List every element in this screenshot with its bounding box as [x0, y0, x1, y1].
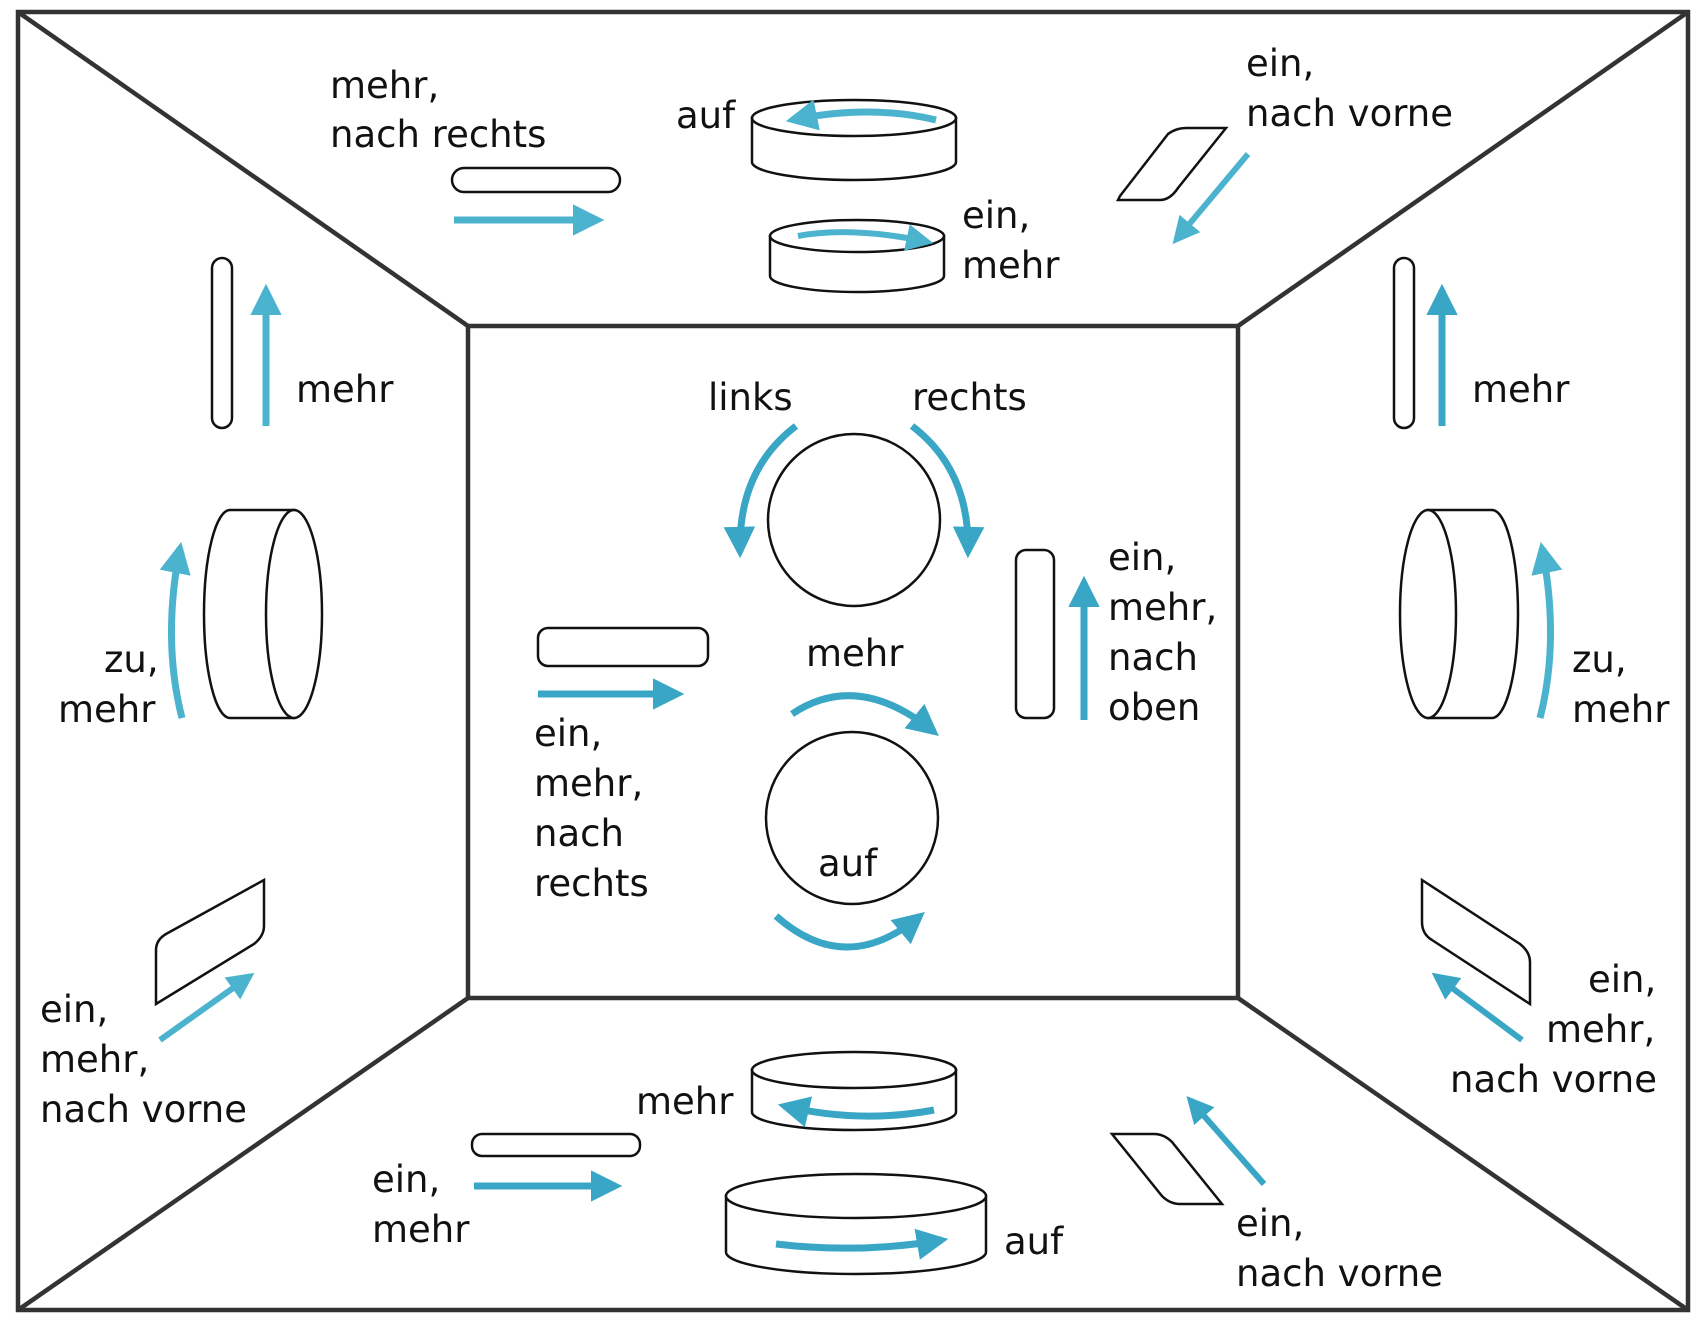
- bottom-forward-arrow: [1186, 1095, 1267, 1186]
- right-forward-arrow: [1431, 972, 1524, 1043]
- top-disc-upper: [750, 98, 958, 182]
- right-bottom-label-3: nach vorne: [1450, 1058, 1657, 1101]
- center-wall: links rechts mehr auf ein, mehr, nach re…: [534, 376, 1217, 951]
- top-disc-upper-arrow: [785, 99, 937, 131]
- left-bottom-label-2: mehr,: [40, 1038, 149, 1081]
- bottom-left-label-1: ein,: [372, 1158, 440, 1201]
- bottom-disc-lower-arrow: [775, 1228, 949, 1260]
- right-vertical-bar: [1392, 256, 1416, 430]
- right-disc-arrow: [1531, 541, 1563, 719]
- center-right-label-1: ein,: [1108, 536, 1176, 579]
- center-mehr-label: mehr: [806, 632, 904, 675]
- top-right-label-1: ein,: [1246, 42, 1314, 85]
- bottom-disc-upper: [750, 1050, 958, 1132]
- bottom-disc-lower: [724, 1172, 988, 1276]
- top-disc-lower-arrow: [797, 224, 934, 251]
- bottom-left-label-2: mehr: [372, 1208, 470, 1251]
- right-zu-mehr-label: mehr: [1572, 688, 1670, 731]
- right-wall: mehr zu, mehr ein, mehr, nach vorne: [1392, 256, 1670, 1101]
- bottom-tilted-plate: [1109, 1132, 1225, 1206]
- top-wall: mehr, nach rechts auf ein, mehr ein, nac…: [330, 42, 1453, 294]
- room-frame: [15, 9, 1691, 1313]
- center-left-label-1: ein,: [534, 712, 602, 755]
- center-rechts-label: rechts: [912, 376, 1027, 419]
- left-bottom-label-1: ein,: [40, 988, 108, 1031]
- top-forward-arrow: [1172, 152, 1251, 245]
- center-left-label-3: nach: [534, 812, 624, 855]
- center-mehr-arrow: [790, 692, 939, 736]
- bottom-mehr-label: mehr: [636, 1080, 734, 1123]
- right-zu-label: zu,: [1572, 638, 1627, 681]
- top-left-label-1: mehr,: [330, 64, 439, 107]
- center-left-label-2: mehr,: [534, 762, 643, 805]
- right-bottom-label-2: mehr,: [1546, 1008, 1655, 1051]
- center-lower-circle: [764, 730, 940, 906]
- left-vertical-bar: [210, 256, 234, 430]
- bottom-disc-upper-arrow: [777, 1096, 935, 1128]
- right-disc: [1398, 508, 1520, 720]
- left-forward-arrow: [158, 972, 255, 1043]
- bottom-auf-label: auf: [1004, 1220, 1064, 1263]
- left-tilted-plate: [154, 877, 266, 1007]
- left-disc-arrow: [159, 541, 191, 719]
- center-right-label-2: mehr,: [1108, 586, 1217, 629]
- bottom-flat-bar: [470, 1132, 642, 1158]
- top-flat-bar: [450, 166, 622, 194]
- top-right-label-2: nach vorne: [1246, 92, 1453, 135]
- left-wall: mehr zu, mehr ein, mehr, nach vorne: [40, 256, 394, 1131]
- center-links-label: links: [708, 376, 793, 419]
- center-left-rotate-arrow: [723, 423, 799, 559]
- center-auf-label: auf: [818, 842, 878, 885]
- center-auf-arrow: [773, 911, 925, 951]
- center-right-label-4: oben: [1108, 686, 1200, 729]
- bottom-right-label-1: ein,: [1236, 1202, 1304, 1245]
- left-zu-label: zu,: [104, 638, 159, 681]
- center-vertical-bar: [1014, 548, 1056, 720]
- left-bottom-label-3: nach vorne: [40, 1088, 247, 1131]
- left-zu-mehr-label: mehr: [58, 688, 156, 731]
- top-tilted-plate: [1115, 126, 1229, 202]
- right-tilted-plate: [1420, 877, 1532, 1007]
- center-right-label-3: nach: [1108, 636, 1198, 679]
- top-left-label-2: nach rechts: [330, 113, 546, 156]
- center-flat-bar: [536, 626, 710, 668]
- top-mehr-label: mehr: [962, 244, 1060, 287]
- center-left-label-4: rechts: [534, 862, 649, 905]
- top-auf-label: auf: [676, 94, 736, 137]
- left-mehr-label: mehr: [296, 368, 394, 411]
- right-bottom-label-1: ein,: [1588, 958, 1656, 1001]
- top-ein-label: ein,: [962, 194, 1030, 237]
- bottom-right-label-2: nach vorne: [1236, 1252, 1443, 1295]
- right-mehr-label: mehr: [1472, 368, 1570, 411]
- left-disc: [202, 508, 324, 720]
- top-disc-lower: [768, 218, 946, 294]
- center-right-rotate-arrow: [909, 423, 985, 559]
- bottom-wall: mehr ein, mehr auf ein, nach vorne: [372, 1050, 1443, 1295]
- center-upper-circle: [766, 432, 942, 608]
